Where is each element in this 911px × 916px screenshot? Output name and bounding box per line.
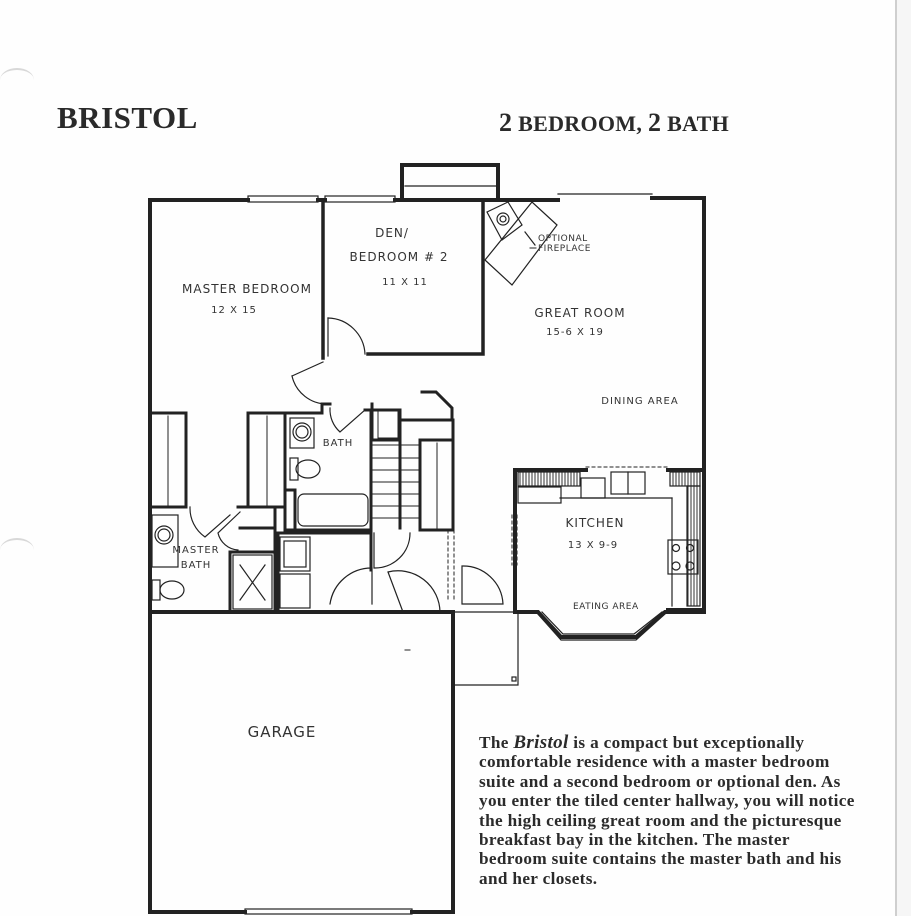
- den-label-line2: BEDROOM # 2: [349, 250, 449, 264]
- bedroom-count: 2: [499, 108, 513, 137]
- master-bedroom-size: 12 X 15: [211, 305, 257, 316]
- master-bath-fixtures: [151, 514, 273, 610]
- hall-bath-fixtures: [289, 407, 369, 527]
- plan-title: BRISTOL: [57, 100, 198, 135]
- description-lead: The: [479, 733, 509, 752]
- fireplace: [484, 201, 558, 286]
- punch-hole-mark: [0, 68, 34, 92]
- master-bath-walls: [148, 528, 277, 614]
- hall-doors: [329, 532, 519, 686]
- page-edge: [895, 0, 911, 916]
- fireplace-label-line2: FIREPLACE: [538, 244, 591, 254]
- kitchen-walls: [513, 468, 706, 639]
- bedroom-label: BEDROOM,: [518, 111, 643, 136]
- great-room-label: GREAT ROOM: [534, 306, 626, 320]
- windows: [244, 185, 653, 915]
- great-room-size: 15-6 X 19: [546, 327, 604, 338]
- kitchen-counters: [517, 471, 701, 641]
- eating-area-label: EATING AREA: [573, 602, 639, 612]
- kitchen-size: 13 X 9-9: [567, 540, 619, 551]
- den-size: 11 X 11: [382, 277, 428, 288]
- stair-treads: [371, 409, 438, 529]
- laundry-walls: [276, 531, 373, 614]
- stair-walls: [370, 390, 455, 532]
- plan-description: The Bristol is a compact but exceptional…: [479, 733, 859, 888]
- fireplace-label-line1: OPTIONAL: [538, 234, 588, 244]
- kitchen-label: KITCHEN: [565, 516, 625, 530]
- bath-label: BATH: [322, 438, 354, 449]
- den-label-line1: DEN/: [375, 226, 409, 240]
- master-bath-label-line2: BATH: [180, 560, 212, 571]
- garage-label: GARAGE: [247, 723, 317, 741]
- punch-hole-mark: [0, 538, 34, 562]
- master-bedroom-label: MASTER BEDROOM: [182, 282, 312, 296]
- dining-area-label: DINING AREA: [601, 396, 679, 407]
- closet-walls: [148, 402, 324, 532]
- description-plan-name: Bristol: [513, 732, 569, 753]
- description-body: is a compact but exceptionally comfortab…: [479, 733, 855, 888]
- master-bath-label-line1: MASTER: [172, 545, 220, 556]
- bath-count: 2: [647, 108, 662, 137]
- plan-subtitle: 2 BEDROOM, 2 BATH: [499, 108, 729, 138]
- closet-shelves: [167, 415, 268, 506]
- den-walls: [321, 198, 485, 360]
- bath-label: BATH: [667, 111, 729, 136]
